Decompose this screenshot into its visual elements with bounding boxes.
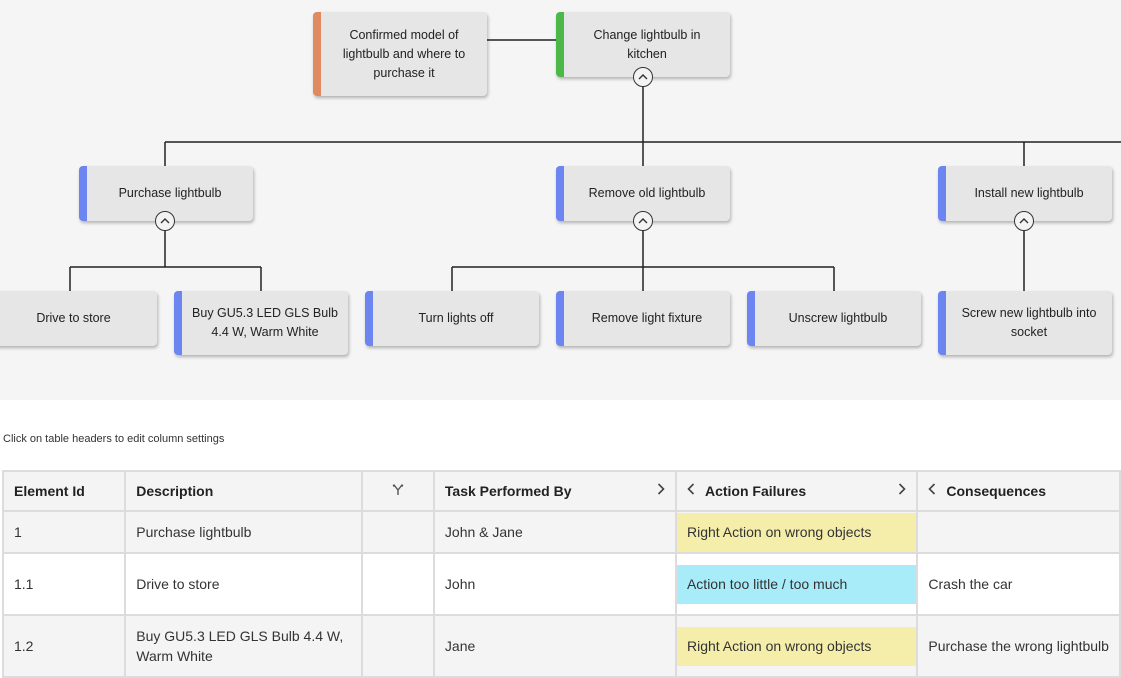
node-color-bar xyxy=(747,291,755,346)
table-header-row: Element Id Description Task Performed By xyxy=(1,470,1121,512)
chevron-left-icon[interactable] xyxy=(928,482,936,500)
header-label: Description xyxy=(136,483,214,499)
leaf-task-node[interactable]: Drive to store xyxy=(0,291,157,346)
header-label: Element Id xyxy=(14,483,85,499)
subtask-node[interactable]: Purchase lightbulb xyxy=(79,166,253,221)
branch-filter-icon[interactable] xyxy=(392,483,404,499)
node-label: Buy GU5.3 LED GLS Bulb 4.4 W, Warm White xyxy=(192,306,338,339)
header-element-id[interactable]: Element Id xyxy=(1,470,127,512)
node-color-bar xyxy=(79,166,87,221)
root-task-node[interactable]: Change lightbulb in kitchen xyxy=(556,12,730,77)
collapse-toggle-icon[interactable] xyxy=(155,211,175,231)
chevron-right-icon[interactable] xyxy=(898,482,907,500)
cell-filter[interactable] xyxy=(361,614,435,678)
leaf-task-node[interactable]: Buy GU5.3 LED GLS Bulb 4.4 W, Warm White xyxy=(174,291,348,355)
cell-consequence[interactable]: Purchase the wrong lightbulb xyxy=(916,614,1121,678)
node-label: Confirmed model of lightbulb and where t… xyxy=(342,27,466,80)
header-label: Consequences xyxy=(946,483,1046,499)
node-label: Install new lightbulb xyxy=(974,186,1084,200)
node-label: Turn lights off xyxy=(418,311,494,325)
cell-element-id[interactable]: 1 xyxy=(1,510,127,554)
leaf-task-node[interactable]: Screw new lightbulb into socket xyxy=(938,291,1112,355)
cell-task-performed-by[interactable]: Jane xyxy=(432,614,677,678)
cell-description[interactable]: Drive to store xyxy=(124,552,364,616)
header-label: Action Failures xyxy=(704,483,807,499)
node-color-bar xyxy=(938,291,946,355)
cell-description[interactable]: Buy GU5.3 LED GLS Bulb 4.4 W, Warm White xyxy=(124,614,364,678)
note-node[interactable]: Confirmed model of lightbulb and where t… xyxy=(313,12,487,96)
action-failure-chip[interactable]: Right Action on wrong objects xyxy=(676,626,917,666)
leaf-task-node[interactable]: Turn lights off xyxy=(365,291,539,346)
node-color-bar xyxy=(556,12,564,77)
header-task-performed-by[interactable]: Task Performed By xyxy=(432,470,677,512)
cell-element-id[interactable]: 1.2 xyxy=(1,614,127,678)
node-label: Remove old lightbulb xyxy=(588,186,706,200)
node-color-bar xyxy=(313,12,321,96)
leaf-task-node[interactable]: Unscrew lightbulb xyxy=(747,291,921,346)
table-row[interactable]: 1 Purchase lightbulb John & Jane Right A… xyxy=(1,510,1121,554)
cell-filter[interactable] xyxy=(361,510,435,554)
node-color-bar xyxy=(556,291,564,346)
node-label: Screw new lightbulb into socket xyxy=(961,306,1097,339)
cell-description[interactable]: Purchase lightbulb xyxy=(124,510,364,554)
cell-action-failure[interactable]: Right Action on wrong objects xyxy=(674,614,919,678)
cell-action-failure[interactable]: Right Action on wrong objects xyxy=(674,510,919,554)
collapse-toggle-icon[interactable] xyxy=(633,67,653,87)
node-color-bar xyxy=(174,291,182,355)
header-consequences[interactable]: Consequences xyxy=(916,470,1121,512)
cell-consequence[interactable]: Crash the car xyxy=(916,552,1121,616)
header-filter[interactable] xyxy=(361,470,435,512)
node-color-bar xyxy=(938,166,946,221)
task-diagram-canvas[interactable]: Confirmed model of lightbulb and where t… xyxy=(0,0,1121,400)
cell-element-id[interactable]: 1.1 xyxy=(1,552,127,616)
header-action-failures[interactable]: Action Failures xyxy=(674,470,919,512)
action-failure-chip[interactable]: Action too little / too much xyxy=(676,564,917,604)
chevron-left-icon[interactable] xyxy=(687,482,695,500)
node-label: Purchase lightbulb xyxy=(118,186,222,200)
header-description[interactable]: Description xyxy=(124,470,364,512)
cell-consequence[interactable] xyxy=(916,510,1121,554)
task-analysis-table: Element Id Description Task Performed By xyxy=(1,470,1121,678)
collapse-toggle-icon[interactable] xyxy=(633,211,653,231)
cell-action-failure[interactable]: Action too little / too much xyxy=(674,552,919,616)
collapse-toggle-icon[interactable] xyxy=(1014,211,1034,231)
tree-connectors xyxy=(69,39,1121,291)
node-label: Change lightbulb in kitchen xyxy=(593,27,701,61)
node-label: Drive to store xyxy=(36,311,111,325)
node-label: Remove light fixture xyxy=(591,311,703,325)
cell-task-performed-by[interactable]: John xyxy=(432,552,677,616)
cell-filter[interactable] xyxy=(361,552,435,616)
leaf-task-node[interactable]: Remove light fixture xyxy=(556,291,730,346)
table-hint-text: Click on table headers to edit column se… xyxy=(3,433,225,445)
table-row[interactable]: 1.1 Drive to store John Action too littl… xyxy=(1,552,1121,616)
node-color-bar xyxy=(365,291,373,346)
chevron-right-icon[interactable] xyxy=(657,482,665,500)
node-label: Unscrew lightbulb xyxy=(788,311,888,325)
action-failure-chip[interactable]: Right Action on wrong objects xyxy=(676,512,917,552)
header-label: Task Performed By xyxy=(444,483,572,499)
table-row[interactable]: 1.2 Buy GU5.3 LED GLS Bulb 4.4 W, Warm W… xyxy=(1,614,1121,678)
cell-task-performed-by[interactable]: John & Jane xyxy=(432,510,677,554)
node-color-bar xyxy=(556,166,564,221)
panel-resize-handle-icon[interactable] xyxy=(703,394,739,400)
